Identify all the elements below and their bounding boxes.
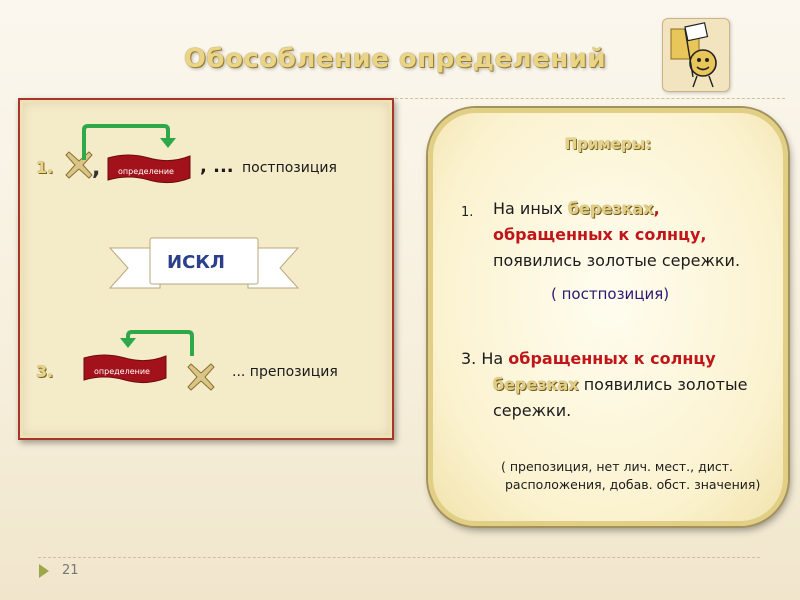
example-3-line-3: сережки. bbox=[493, 401, 572, 420]
example-1-noun: березках bbox=[567, 199, 654, 218]
mascot-with-flag-icon bbox=[662, 18, 730, 92]
slide-title: Обособление определений bbox=[183, 44, 607, 74]
row-number-3: 3. bbox=[36, 362, 54, 381]
arrow-to-after-icon bbox=[82, 124, 176, 160]
definition-banner-label: определение bbox=[94, 367, 150, 376]
definition-banner bbox=[83, 354, 167, 384]
row1-label: постпозиция bbox=[242, 160, 337, 176]
divider-top bbox=[395, 98, 785, 99]
row-number-1: 1. bbox=[36, 158, 54, 177]
exception-ribbon bbox=[108, 237, 300, 289]
example-3-note-2: расположения, добав. обст. значения) bbox=[505, 477, 761, 492]
examples-title: Примеры: bbox=[564, 135, 652, 153]
example-3-line-2: березках появились золотые bbox=[493, 375, 747, 394]
example-1-comma: , bbox=[653, 199, 660, 218]
exception-label: ИСКЛ bbox=[167, 252, 225, 273]
examples-panel: Примеры: 1. На иных березках, обращенных… bbox=[428, 108, 788, 526]
definition-banner bbox=[107, 154, 191, 184]
row1-trailing: , ... bbox=[200, 156, 234, 177]
arrow-to-before-icon bbox=[120, 330, 194, 356]
example-1-label: ( постпозиция) bbox=[551, 285, 670, 303]
example-1-number: 1. bbox=[461, 205, 474, 220]
row1-comma: , bbox=[92, 156, 101, 181]
example-3-note-1: ( препозиция, нет лич. мест., дист. bbox=[501, 459, 733, 474]
row3-label: ... препозиция bbox=[232, 364, 338, 380]
example-1-line-2: обращенных к солнцу, bbox=[493, 225, 706, 244]
example-3-text-2: появились золотые bbox=[578, 375, 748, 394]
example-1-line-1: На иных березках, bbox=[493, 199, 660, 218]
example-1-text: На иных bbox=[493, 199, 568, 218]
divider-bottom bbox=[38, 557, 760, 558]
example-1-definition: обращенных к солнцу, bbox=[493, 225, 707, 244]
example-3-definition: обращенных к солнцу bbox=[508, 349, 716, 368]
example-3-text: 3. На bbox=[461, 349, 509, 368]
definition-banner-label: определение bbox=[118, 167, 174, 176]
triangle-arrow-icon[interactable] bbox=[38, 563, 50, 579]
page-number: 21 bbox=[62, 563, 79, 578]
rules-panel: 1. , определение , ... постпозиция ИСКЛ … bbox=[18, 98, 394, 440]
example-3-line-1: 3. На обращенных к солнцу bbox=[461, 349, 716, 368]
x-mark-icon bbox=[187, 363, 215, 391]
example-3-noun: березках bbox=[493, 375, 579, 394]
example-1-line-3: появились золотые сережки. bbox=[493, 251, 741, 270]
